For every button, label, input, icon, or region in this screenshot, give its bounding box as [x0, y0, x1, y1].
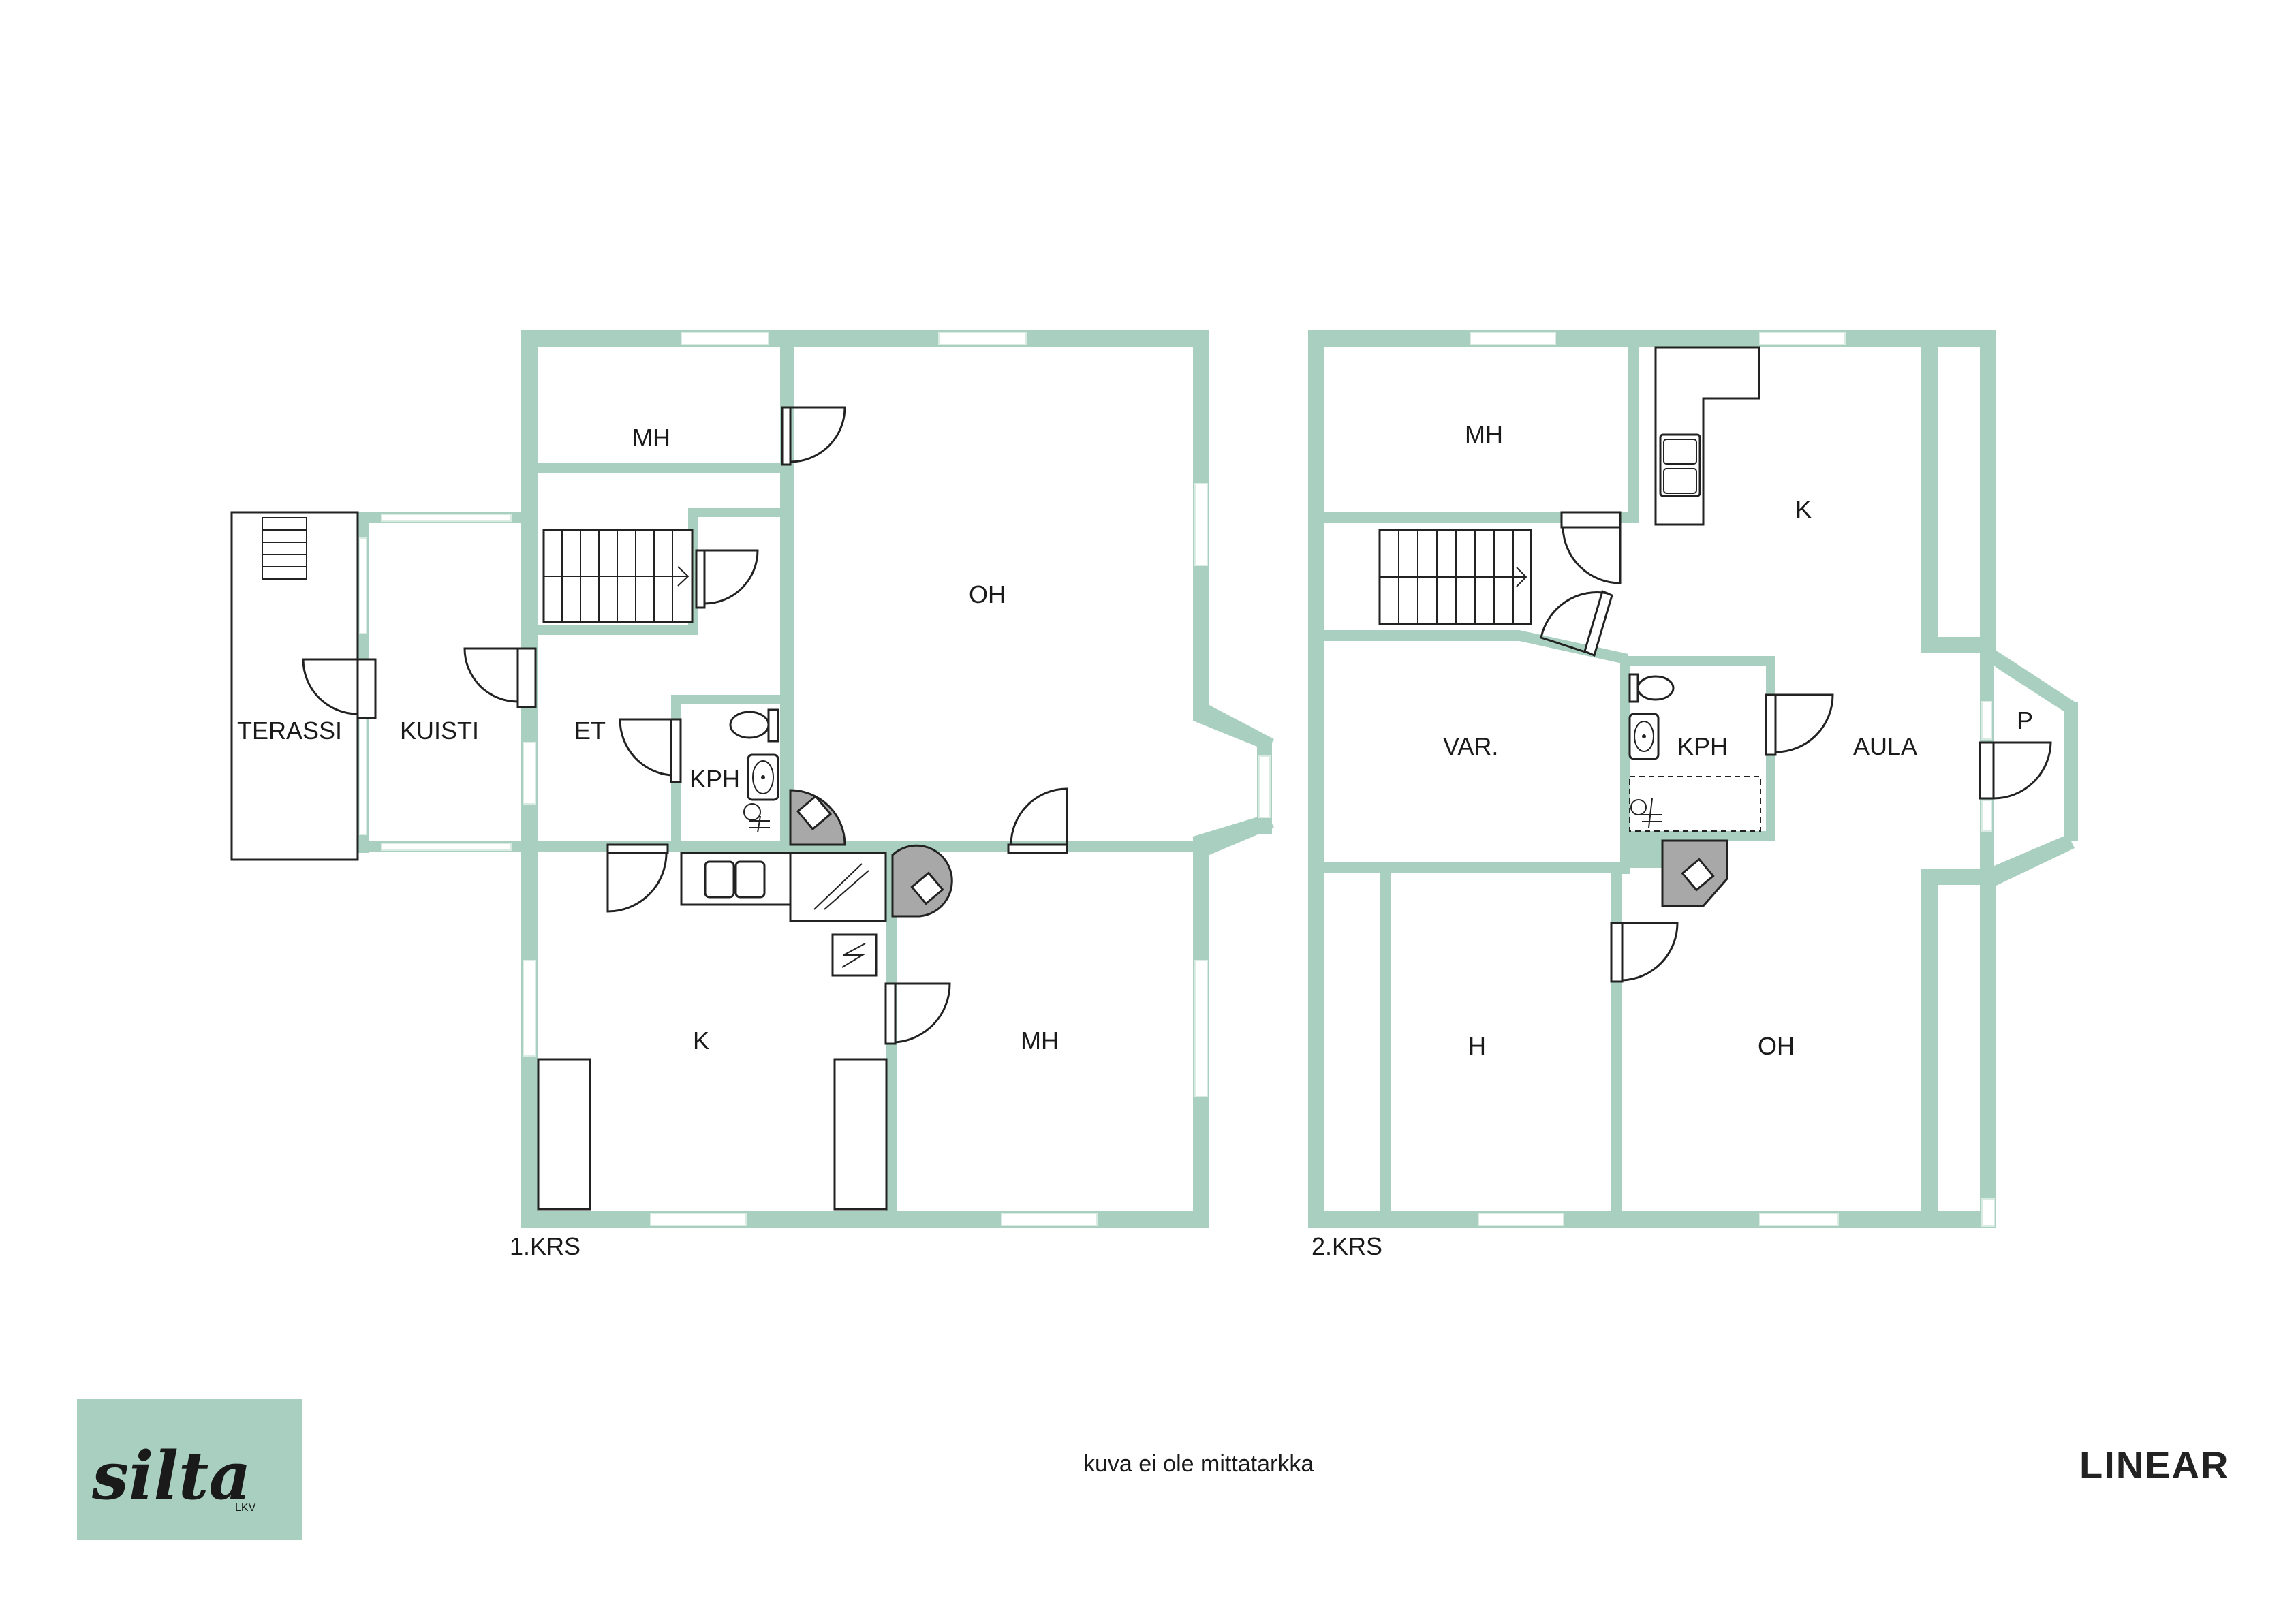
logo-subtext: LKV	[235, 1502, 256, 1514]
kitchen-counter	[680, 852, 792, 906]
room-label: OH	[1758, 1032, 1795, 1060]
door-icon	[1979, 741, 2052, 800]
door-icon	[781, 406, 846, 466]
toilet-icon	[729, 708, 779, 743]
appliance-icon	[831, 933, 878, 977]
room-label: H	[1468, 1032, 1486, 1060]
terrace-stairs-icon	[262, 517, 307, 580]
counter	[537, 1058, 591, 1211]
floor-label: 1.KRS	[510, 1232, 580, 1260]
door-icon	[1560, 511, 1622, 584]
toilet-icon	[1628, 673, 1675, 703]
sink-icon	[1628, 713, 1660, 760]
silta-logo: silta LKV	[77, 1399, 302, 1540]
stairs-icon	[1378, 529, 1532, 625]
door-icon	[302, 658, 377, 719]
brand-logo: LINEAR	[2079, 1443, 2229, 1486]
room-label: MH	[632, 424, 670, 452]
door-icon	[884, 982, 951, 1045]
kitchen-counter	[1654, 346, 1760, 526]
shower-icon	[1629, 776, 1761, 832]
room-label: P	[2017, 706, 2033, 734]
shower-icon	[743, 803, 770, 833]
room-label: OH	[969, 580, 1006, 608]
door-icon	[606, 843, 669, 913]
door-icon	[1007, 787, 1068, 854]
room-label: KUISTI	[400, 717, 479, 745]
door-icon	[695, 549, 759, 609]
fireplace-icon	[1661, 839, 1728, 907]
room-label: TERASSI	[237, 717, 342, 745]
counter	[833, 1058, 888, 1211]
door-icon	[463, 647, 537, 708]
door-icon	[1610, 922, 1679, 983]
room-label: KPH	[689, 765, 740, 793]
room-label: AULA	[1853, 732, 1917, 760]
disclaimer-note: kuva ei ole mittatarkka	[1083, 1451, 1314, 1477]
door-icon	[1765, 693, 1834, 756]
stairs-icon	[542, 529, 694, 623]
room-label: KPH	[1677, 732, 1728, 760]
door-icon	[619, 718, 682, 783]
stove-icon	[789, 852, 887, 922]
room-label: MH	[1465, 420, 1503, 448]
logo-wordmark: silta	[91, 1437, 251, 1514]
room-label: ET	[574, 717, 606, 745]
floor-2-plan: MH K VAR. KPH AULA P H OH 2.KRS	[1308, 330, 2078, 1260]
floor-1-plan: MH OH TERASSI KUISTI ET KPH K MH 1.KRS	[230, 330, 1274, 1260]
room-label: VAR.	[1443, 732, 1498, 760]
room-label: MH	[1021, 1027, 1059, 1055]
fireplace-icon	[891, 844, 953, 918]
door-icon	[1540, 589, 1613, 657]
room-label: K	[1795, 495, 1812, 523]
floor-label: 2.KRS	[1312, 1232, 1382, 1260]
sink-icon	[747, 753, 779, 801]
room-label: K	[693, 1027, 709, 1055]
fireplace-icon	[789, 789, 846, 846]
